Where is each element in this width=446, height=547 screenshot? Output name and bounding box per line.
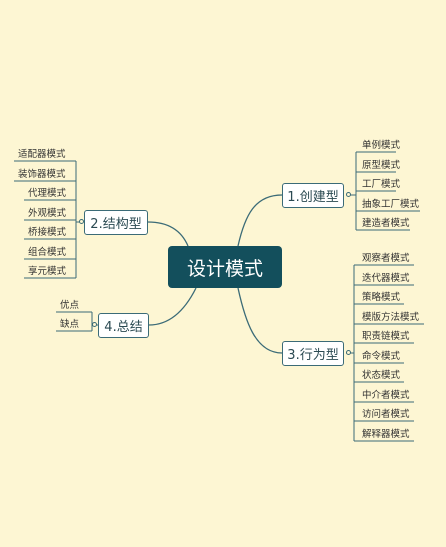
leaf-structural-2[interactable]: 代理模式 [28,188,67,199]
central-topic[interactable]: 设计模式 [168,246,282,288]
leaf-structural-3[interactable]: 外观模式 [28,208,67,219]
connector-creational [237,194,283,247]
leaf-creational-3[interactable]: 抽象工厂模式 [362,199,420,210]
collapse-toggle-summary[interactable] [92,322,97,327]
connector-summary [148,287,197,326]
leaf-creational-0[interactable]: 单例模式 [362,140,401,151]
leaf-behavioral-6[interactable]: 状态模式 [362,370,401,381]
collapse-toggle-behavioral[interactable] [346,350,351,355]
leaf-structural-1[interactable]: 装饰器模式 [18,169,66,180]
leaf-behavioral-1[interactable]: 迭代器模式 [362,273,410,284]
leaf-behavioral-0[interactable]: 观察者模式 [362,253,410,264]
leaf-behavioral-7[interactable]: 中介者模式 [362,390,410,401]
leaf-structural-4[interactable]: 桥接模式 [28,227,67,238]
leaf-structural-0[interactable]: 适配器模式 [18,149,66,160]
branch-creational[interactable]: 1.创建型 [282,183,344,208]
leaf-behavioral-9[interactable]: 解释器模式 [362,429,410,440]
leaf-behavioral-8[interactable]: 访问者模式 [362,409,410,420]
connector-structural [147,221,189,247]
collapse-toggle-structural[interactable] [79,219,84,224]
leaf-structural-5[interactable]: 组合模式 [28,247,67,258]
leaf-behavioral-2[interactable]: 策略模式 [362,292,401,303]
leaf-behavioral-5[interactable]: 命令模式 [362,351,401,362]
branch-structural[interactable]: 2.结构型 [84,210,148,235]
leaf-behavioral-3[interactable]: 模版方法模式 [362,312,420,323]
connector-behavioral [237,287,283,354]
branch-behavioral[interactable]: 3.行为型 [282,341,344,366]
leaf-summary-0[interactable]: 优点 [60,300,80,311]
leaf-behavioral-4[interactable]: 职责链模式 [362,331,410,342]
leaf-summary-1[interactable]: 缺点 [60,319,80,330]
leaf-creational-4[interactable]: 建造者模式 [362,218,410,229]
leaf-creational-1[interactable]: 原型模式 [362,160,401,171]
leaf-creational-2[interactable]: 工厂模式 [362,179,401,190]
branch-summary[interactable]: 4.总结 [98,313,149,338]
leaf-structural-6[interactable]: 享元模式 [28,266,67,277]
collapse-toggle-creational[interactable] [346,192,351,197]
